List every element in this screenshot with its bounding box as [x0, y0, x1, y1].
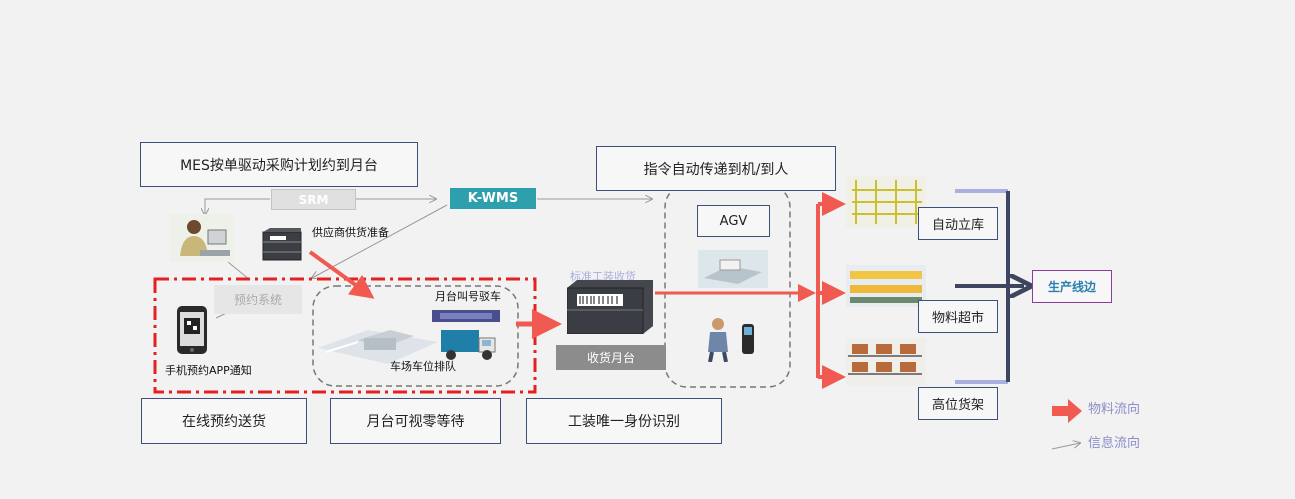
line-side-box: 生产线边: [1032, 270, 1112, 303]
line-side-bracket: [955, 189, 1024, 384]
high-rack-icon: [846, 338, 926, 386]
app-notice-label: 手机预约APP通知: [165, 364, 252, 377]
material-market-icon: [846, 265, 926, 307]
instruction-box: 指令自动传递到机/到人: [596, 146, 836, 191]
material-market-box: 物料超市: [918, 300, 998, 333]
receiving-dock-tag: 收货月台: [556, 345, 666, 370]
tooling-id-box: 工装唯一身份识别: [526, 398, 722, 444]
auto-warehouse-box: 自动立库: [918, 207, 998, 240]
operator-desk-icon: [170, 214, 234, 262]
booking-system-tag: 预约系统: [214, 285, 302, 314]
legend-material-arrow: [1052, 399, 1082, 423]
mes-plan-box: MES按单驱动采购计划约到月台: [140, 142, 418, 187]
srm-tag: SRM: [271, 189, 356, 210]
dock-visible-box: 月台可视零等待: [330, 398, 501, 444]
agv-box: AGV: [697, 205, 770, 237]
kwms-tag: K-WMS: [450, 188, 536, 209]
dock-display-board-icon: [432, 310, 500, 322]
legend-info-label: 信息流向: [1088, 436, 1141, 451]
auto-warehouse-icon: [846, 176, 926, 228]
tooling-crate-icon: [567, 280, 653, 334]
dock-call-label: 月台叫号驳车: [435, 290, 501, 303]
legend-info-arrow: [1051, 443, 1080, 450]
yard-queue-label: 车场车位排队: [390, 360, 456, 373]
worker-scanner-icon: [708, 318, 754, 362]
online-booking-box: 在线预约送货: [141, 398, 307, 444]
high-rack-box: 高位货架: [918, 387, 998, 420]
supplier-crate-icon: [262, 228, 302, 261]
material-flow-lines: [308, 192, 846, 389]
agv-vehicle-icon: [698, 250, 768, 288]
yard-facility-icon: [318, 330, 438, 364]
legend-material-label: 物料流向: [1088, 402, 1141, 417]
supplier-prep-label: 供应商供货准备: [312, 226, 389, 239]
faint-title: 标准工装收货: [570, 270, 636, 283]
phone-qr-icon: [177, 306, 207, 354]
truck-icon: [441, 330, 496, 360]
yard-region-outline: [312, 285, 519, 387]
